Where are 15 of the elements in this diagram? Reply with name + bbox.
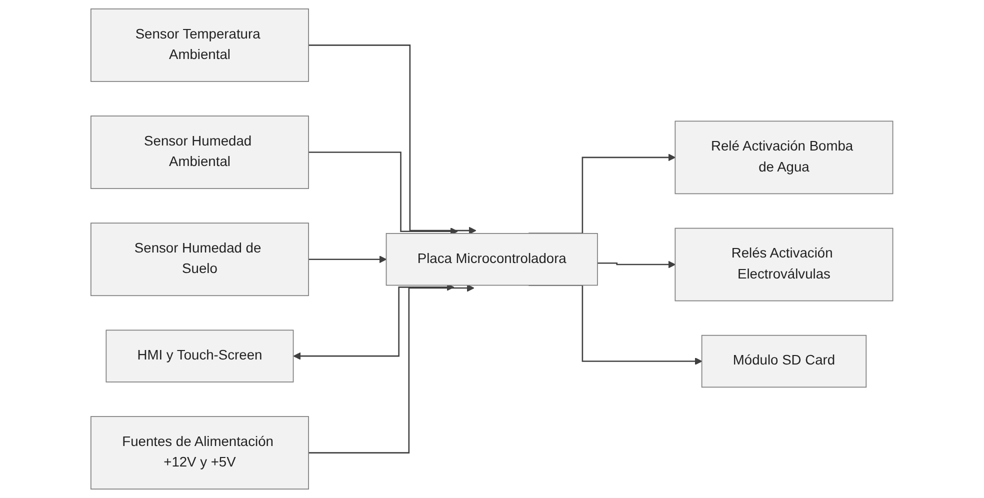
node-box: Sensor Humedad de Suelo xyxy=(90,222,310,296)
arrow xyxy=(598,260,676,268)
node-box: Sensor Humedad Ambiental xyxy=(90,116,310,189)
arrow xyxy=(293,283,454,360)
arrow xyxy=(308,152,458,236)
node-box: Placa Microcontroladora xyxy=(386,233,598,286)
arrow xyxy=(308,284,474,454)
node-box: Fuentes de Alimentación +12V y +5V xyxy=(90,416,310,490)
node-box: Relé Activación Bomba de Agua xyxy=(674,120,894,194)
node-box: Sensor Temperatura Ambiental xyxy=(90,8,310,82)
arrow xyxy=(308,256,387,264)
node-box: Módulo SD Card xyxy=(702,334,867,388)
node-box: Relés Activación Electroválvulas xyxy=(674,228,894,302)
arrow xyxy=(308,44,476,234)
node-box: HMI y Touch-Screen xyxy=(106,330,294,382)
